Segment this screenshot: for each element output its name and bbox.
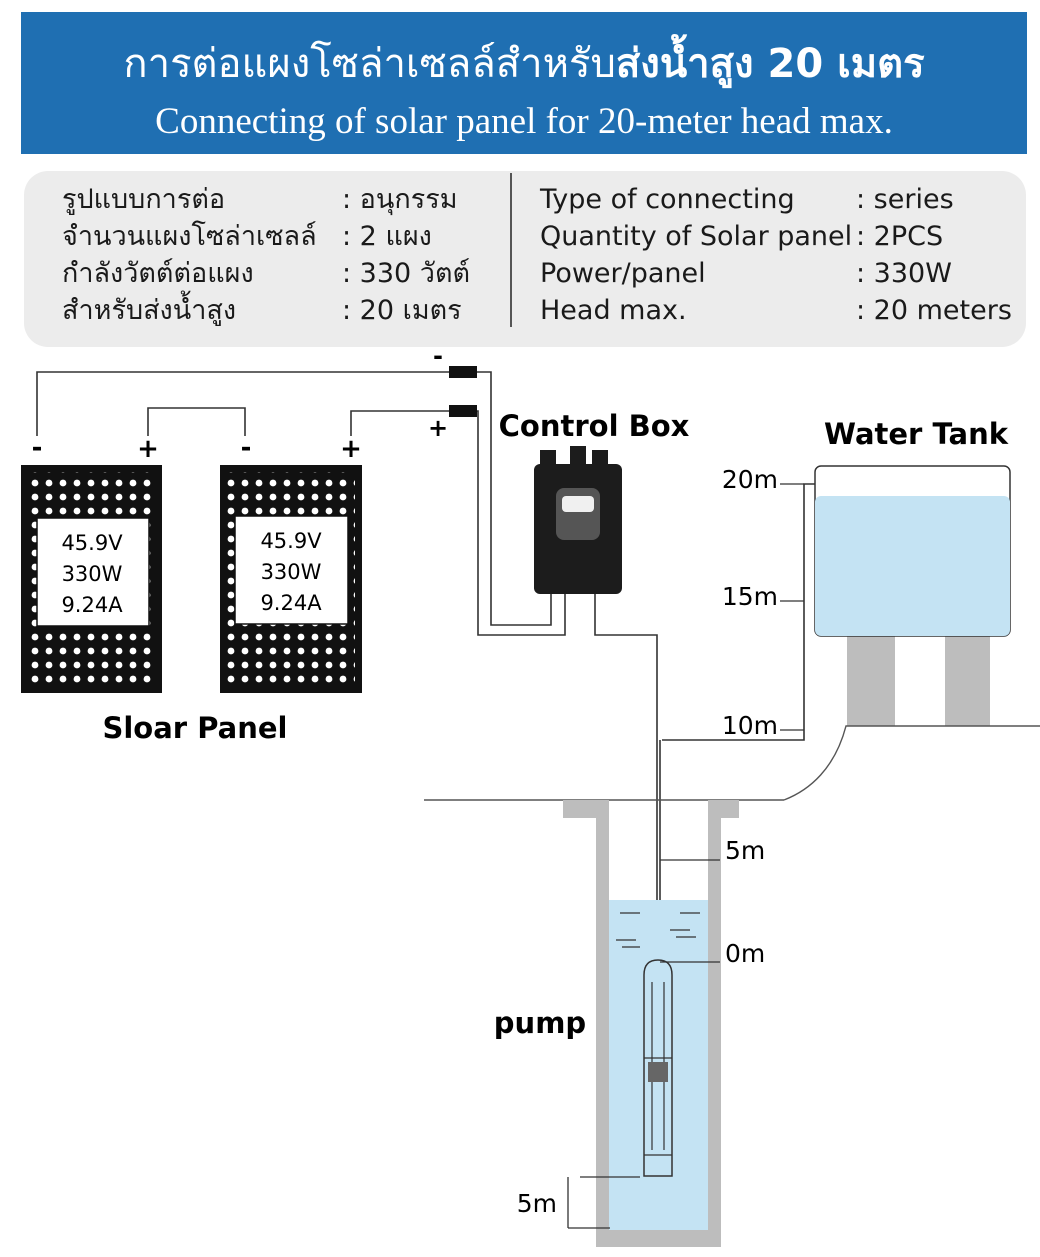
spec-th-label-1: รูปแบบการต่อ [62,184,226,215]
panel-2-voltage: 45.9V [260,529,322,553]
title-thai-regular: การต่อแผงโซล่าเซลล์สำหรับ [123,41,616,87]
water-tank [814,465,1011,726]
panel-2-current: 9.24A [260,591,322,615]
solar-panel-2: 45.9V 330W 9.24A - + [220,433,362,693]
spec-box: รูปแบบการต่อ : อนุกรรม จำนวนแผงโซล่าเซลล… [24,171,1026,347]
wire-series-link [147,407,246,436]
wire-positive [350,410,452,436]
panel-2-power: 330W [261,560,322,584]
solar-panel-label: Sloar Panel [102,711,287,745]
spec-th-value-3: : 330 วัตต์ [342,258,471,289]
mark-0m: 0m [725,939,765,968]
spec-th-value-1: : อนุกรรม [342,184,458,215]
connector-minus-label: - [433,342,443,370]
spec-divider [510,173,512,327]
wire-neg-to-box [475,371,552,626]
spec-th-value-2: : 2 แผง [342,221,432,252]
spec-th-label-3: กำลังวัตต์ต่อแผง [62,258,254,289]
pump-label: pump [494,1006,586,1040]
spec-en-label-2: Quantity of Solar panel [540,221,853,252]
spec-th-value-4: : 20 เมตร [342,295,462,326]
spec-en-value-4: : 20 meters [856,295,1012,326]
spec-en-value-2: : 2PCS [856,221,944,252]
title-thai-bold: ส่งน้ำสูง 20 เมตร [615,41,925,87]
wire-negative [36,371,452,436]
mark-10m: 10m [722,711,778,740]
mark-depth-5m: 5m [517,1189,557,1218]
mark-20m: 20m [722,465,778,494]
spec-th-label-4: สำหรับส่งน้ำสูง [62,295,237,326]
mark-5m: 5m [725,836,765,865]
mark-15m: 15m [722,582,778,611]
panel-1-plus: + [137,434,159,464]
connector-negative [449,366,477,378]
water-tank-label: Water Tank [824,417,1009,451]
spec-en-value-1: : series [856,184,954,215]
spec-en-value-3: : 330W [856,258,952,289]
panel-1-power: 330W [62,562,123,586]
connector-positive [449,405,477,417]
panel-2-plus: + [340,434,362,464]
spec-en-label-3: Power/panel [540,258,706,289]
connector-plus-label: + [428,414,448,442]
panel-1-minus: - [32,433,43,463]
control-box [534,446,622,594]
panel-1-current: 9.24A [61,593,123,617]
spec-en-label-1: Type of connecting [540,184,795,215]
control-box-label: Control Box [499,409,690,443]
height-scale [567,483,804,1229]
spec-en-label-4: Head max. [540,295,687,326]
panel-2-minus: - [241,433,252,463]
title-english: Connecting of solar panel for 20-meter h… [155,101,893,142]
panel-1-voltage: 45.9V [61,531,123,555]
wire-box-to-pump [594,593,658,960]
solar-panel-1: 45.9V 330W 9.24A - + [21,433,162,693]
spec-th-label-2: จำนวนแผงโซล่าเซลล์ [62,221,317,252]
header-banner: การต่อแผงโซล่าเซลล์สำหรับส่งน้ำสูง 20 เม… [21,12,1027,154]
pump [643,959,673,1177]
title-thai: การต่อแผงโซล่าเซลล์สำหรับส่งน้ำสูง 20 เม… [21,40,1027,88]
